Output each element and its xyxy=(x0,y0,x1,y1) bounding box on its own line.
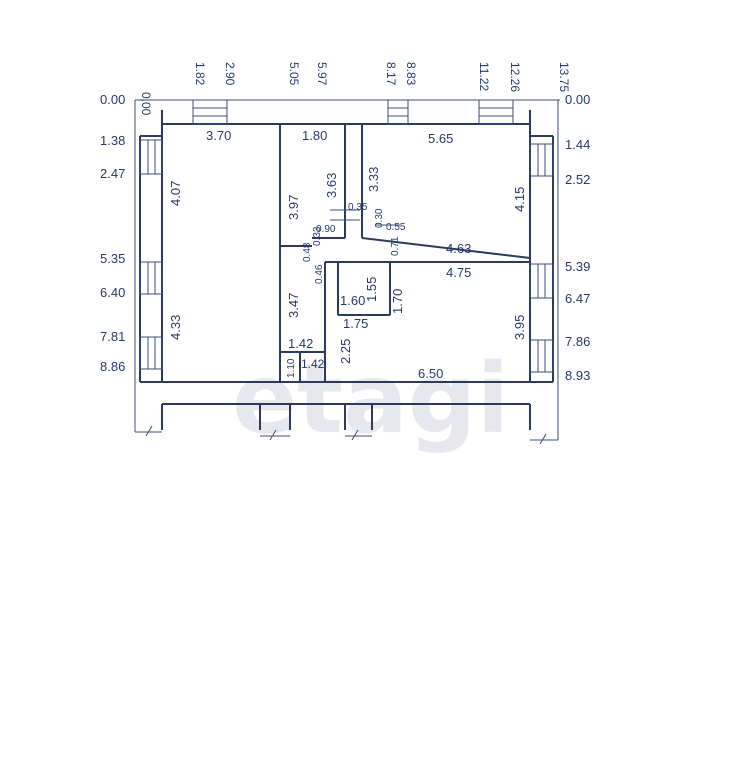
top-axis-label: 8.17 xyxy=(384,62,398,86)
right-axis-label: 2.52 xyxy=(565,172,590,187)
top-axis-label: 13.75 xyxy=(557,62,571,92)
bottom-right-room-right-depth: 3.95 xyxy=(512,315,527,340)
left-room-top-width: 3.70 xyxy=(206,128,231,143)
nib-b: 0.30 xyxy=(374,208,385,228)
nib-a: 0.35 xyxy=(348,202,368,213)
bottom-right-room: 4.75 3.95 6.50 xyxy=(418,265,527,381)
top-axis-label: 0.00 xyxy=(139,92,153,116)
right-axis-label: 0.00 xyxy=(565,92,590,107)
top-axis-label: 11.22 xyxy=(477,62,491,91)
left-axis-label: 6.40 xyxy=(100,285,125,300)
right-axis-label: 5.39 xyxy=(565,259,590,274)
bottom-right-room-top-width: 4.75 xyxy=(446,265,471,280)
left-axis-label: 0.00 xyxy=(100,92,125,107)
wc-depth: 1.10 xyxy=(286,358,297,378)
top-right-room-right-depth: 4.15 xyxy=(512,187,527,212)
right-axis-label: 1.44 xyxy=(565,137,590,152)
left-axis-label: 7.81 xyxy=(100,329,125,344)
bottom-right-room-bottom-width: 6.50 xyxy=(418,366,443,381)
top-axis-label: 5.97 xyxy=(315,62,329,86)
bath-width-top: 1.60 xyxy=(340,293,365,308)
bath-width-bottom: 1.75 xyxy=(343,316,368,331)
left-room-depth-top: 4.07 xyxy=(168,181,183,206)
left-axis-label: 1.38 xyxy=(100,133,125,148)
top-axis-label: 5.05 xyxy=(287,62,301,86)
bath-depth-left: 1.55 xyxy=(364,277,379,302)
top-axis-label: 1.82 xyxy=(193,62,207,86)
left-axis: 0.00 1.38 2.47 5.35 6.40 7.81 8.86 xyxy=(100,92,125,374)
top-axis-label: 12.26 xyxy=(508,62,522,92)
bath: 1.60 1.55 1.70 1.75 xyxy=(340,277,405,331)
right-axis-label: 6.47 xyxy=(565,291,590,306)
hall-depth: 2.25 xyxy=(338,339,353,364)
left-axis-label: 2.47 xyxy=(100,166,125,181)
wc-width-bottom: 1.42 xyxy=(301,357,325,371)
top-axis: 0.00 1.82 2.90 5.05 5.97 8.17 8.83 11.22… xyxy=(139,62,571,116)
right-axis-label: 8.93 xyxy=(565,368,590,383)
corridor-depth-right: 3.63 xyxy=(324,173,339,198)
left-room-depth-bottom: 4.33 xyxy=(168,315,183,340)
right-axis: 0.00 1.44 2.52 5.39 6.47 7.86 8.93 xyxy=(565,92,590,383)
watermark: etagi xyxy=(232,343,509,455)
left-room: 3.70 4.07 4.33 xyxy=(168,128,231,340)
right-windows xyxy=(529,143,554,373)
corridor-top-width: 1.80 xyxy=(302,128,327,143)
corridor-depth-mid: 3.47 xyxy=(286,293,301,318)
top-windows xyxy=(192,99,514,125)
corridor: 1.80 3.97 3.63 0.48 0.33 0.90 0.46 3.47 … xyxy=(286,128,353,378)
corridor-jog: 0.90 xyxy=(316,224,336,235)
interior-walls xyxy=(279,123,531,382)
bath-depth-right: 1.70 xyxy=(390,289,405,314)
left-axis-label: 5.35 xyxy=(100,251,125,266)
top-axis-label: 8.83 xyxy=(404,62,418,86)
corridor-door-c: 0.46 xyxy=(314,264,325,284)
corridor-door-a: 0.33 xyxy=(312,226,323,246)
top-right-room-bottom-width: 4.63 xyxy=(446,241,471,256)
top-axis-label: 2.90 xyxy=(223,62,237,86)
top-right-room: 5.65 3.33 0.35 0.30 0.55 0.71 4.15 4.63 xyxy=(348,131,527,256)
left-windows xyxy=(139,139,163,370)
top-right-room-top-width: 5.65 xyxy=(428,131,453,146)
corridor-depth-top: 3.97 xyxy=(286,195,301,220)
nib-c: 0.55 xyxy=(386,222,406,233)
corridor-door-b: 0.48 xyxy=(302,242,313,262)
lower-outline xyxy=(135,403,558,445)
nib-d: 0.71 xyxy=(390,236,401,256)
wc-width-top: 1.42 xyxy=(288,336,313,351)
left-axis-label: 8.86 xyxy=(100,359,125,374)
right-axis-label: 7.86 xyxy=(565,334,590,349)
top-right-room-left-depth: 3.33 xyxy=(366,167,381,192)
